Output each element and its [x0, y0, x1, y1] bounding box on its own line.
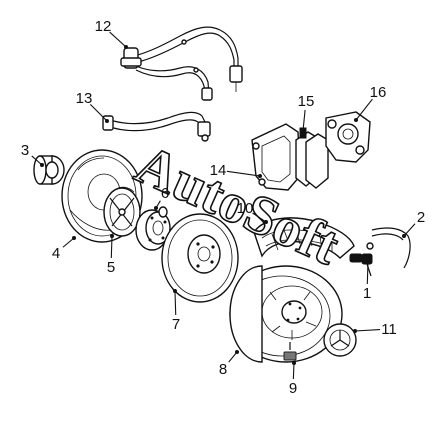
callout-anchor-9 — [292, 361, 296, 365]
callout-leader-16 — [355, 98, 373, 121]
callout-leader-5 — [110, 235, 113, 259]
callout-leader-2 — [403, 223, 416, 237]
callout-label-2: 2 — [417, 209, 425, 226]
caliper-carrier — [251, 123, 301, 191]
hub-cap — [323, 323, 357, 357]
callout-14: 14 — [210, 162, 262, 179]
callout-6: 6 — [154, 185, 169, 210]
callout-label-16: 16 — [370, 84, 387, 101]
callout-anchor-15 — [301, 129, 305, 133]
wheel-arch-liner — [253, 217, 355, 259]
callout-anchor-13 — [105, 119, 109, 123]
wheel-bolt — [283, 342, 297, 361]
wheel-hub — [135, 206, 171, 251]
wheel-rim — [229, 265, 343, 363]
callout-11: 11 — [353, 321, 397, 338]
callout-label-6: 6 — [161, 185, 169, 202]
callout-leader-3 — [31, 155, 43, 166]
callout-label-7: 7 — [172, 316, 180, 333]
abs-sensor-harness — [120, 26, 243, 101]
callout-label-14: 14 — [210, 162, 227, 179]
callout-label-15: 15 — [298, 93, 315, 110]
callout-1: 1 — [363, 260, 371, 302]
callout-label-5: 5 — [107, 259, 115, 276]
callout-leader-9 — [292, 362, 295, 380]
callout-leader-15 — [302, 109, 306, 132]
callout-label-3: 3 — [21, 142, 29, 159]
callout-label-8: 8 — [219, 361, 227, 378]
callout-label-9: 9 — [289, 380, 297, 397]
callout-16: 16 — [354, 84, 386, 122]
callout-anchor-5 — [110, 234, 114, 238]
callout-leader-14 — [226, 170, 261, 177]
brake-caliper — [325, 111, 371, 163]
callout-leader-4 — [62, 237, 75, 248]
callout-15: 15 — [298, 93, 315, 133]
callout-4: 4 — [52, 236, 76, 262]
callout-anchor-7 — [173, 289, 177, 293]
callout-anchor-4 — [72, 236, 76, 240]
callout-anchor-3 — [40, 163, 44, 167]
callout-leader-12 — [109, 31, 127, 48]
brake-disc — [161, 213, 239, 303]
callout-leader-8 — [228, 351, 238, 363]
callout-label-1: 1 — [363, 285, 371, 302]
callout-label-4: 4 — [52, 245, 60, 262]
callout-anchor-8 — [235, 350, 239, 354]
callout-anchor-6 — [154, 206, 158, 210]
callout-leader-13 — [89, 103, 108, 122]
callout-3: 3 — [21, 142, 44, 167]
callout-anchor-11 — [353, 329, 357, 333]
callout-anchor-2 — [402, 234, 406, 238]
callout-13: 13 — [76, 90, 109, 123]
callout-anchor-1 — [366, 260, 370, 264]
wheel-bearing — [33, 155, 65, 185]
callout-leader-7 — [174, 290, 177, 316]
callout-leader-1 — [366, 261, 369, 285]
callout-12: 12 — [95, 18, 128, 49]
parking-brake-shoes — [103, 186, 141, 237]
callout-label-13: 13 — [76, 90, 93, 107]
callout-anchor-12 — [124, 45, 128, 49]
callout-anchor-10 — [264, 220, 268, 224]
callout-2: 2 — [402, 209, 425, 238]
callout-anchor-16 — [354, 118, 358, 122]
callout-anchor-14 — [258, 174, 262, 178]
callout-10: 10 — [237, 200, 268, 224]
callout-5: 5 — [107, 234, 115, 276]
brake-pads — [295, 127, 329, 189]
callout-8: 8 — [219, 350, 239, 378]
callout-leader-10 — [252, 212, 267, 223]
sensor-clip — [349, 227, 411, 269]
brake-hose — [102, 111, 211, 142]
callout-label-11: 11 — [381, 321, 397, 338]
callout-label-10: 10 — [237, 200, 254, 217]
callout-leader-11 — [354, 328, 381, 332]
callout-label-12: 12 — [95, 18, 112, 35]
callout-7: 7 — [172, 289, 180, 333]
callout-9: 9 — [289, 361, 297, 397]
